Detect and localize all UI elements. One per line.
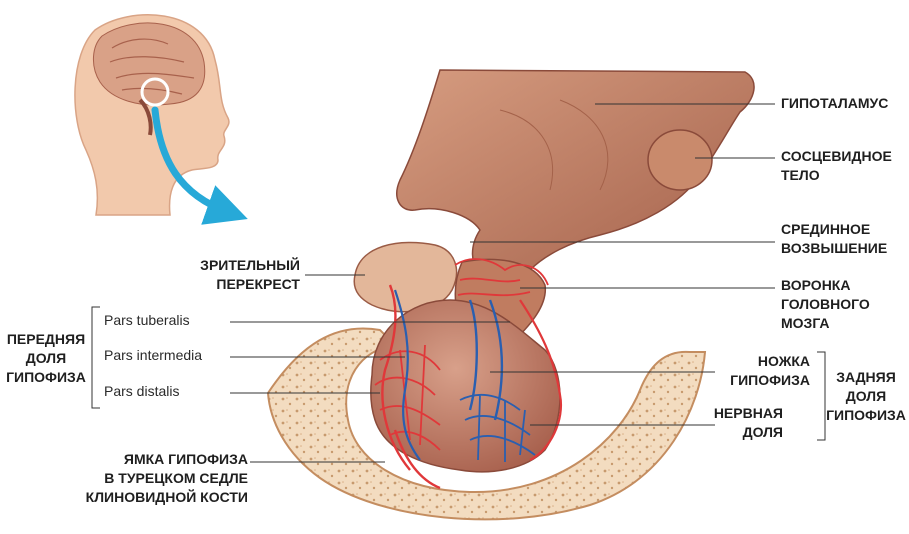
label-posterior-lobe: ЗАДНЯЯ ДОЛЯ ГИПОФИЗА (826, 368, 906, 425)
label-hypothalamus: ГИПОТАЛАМУС (781, 94, 888, 113)
label-mammillary-body: СОСЦЕВИДНОЕ ТЕЛО (781, 147, 892, 185)
label-infundibulum: ВОРОНКА ГОЛОВНОГО МОЗГА (781, 276, 870, 333)
label-anterior-lobe: ПЕРЕДНЯЯ ДОЛЯ ГИПОФИЗА (0, 330, 92, 387)
label-pituitary-stalk: НОЖКА ГИПОФИЗА (700, 352, 810, 390)
label-pars-distalis: Pars distalis (104, 383, 179, 399)
label-optic-chiasm: ЗРИТЕЛЬНЫЙ ПЕРЕКРЕСТ (180, 256, 300, 294)
label-pars-intermedia: Pars intermedia (104, 347, 202, 363)
label-pituitary-fossa: ЯМКА ГИПОФИЗА В ТУРЕЦКОМ СЕДЛЕ КЛИНОВИДН… (60, 450, 248, 507)
label-pars-tuberalis: Pars tuberalis (104, 312, 190, 328)
label-median-eminence: СРЕДИННОЕ ВОЗВЫШЕНИЕ (781, 220, 887, 258)
label-neural-lobe: НЕРВНАЯ ДОЛЯ (700, 404, 783, 442)
